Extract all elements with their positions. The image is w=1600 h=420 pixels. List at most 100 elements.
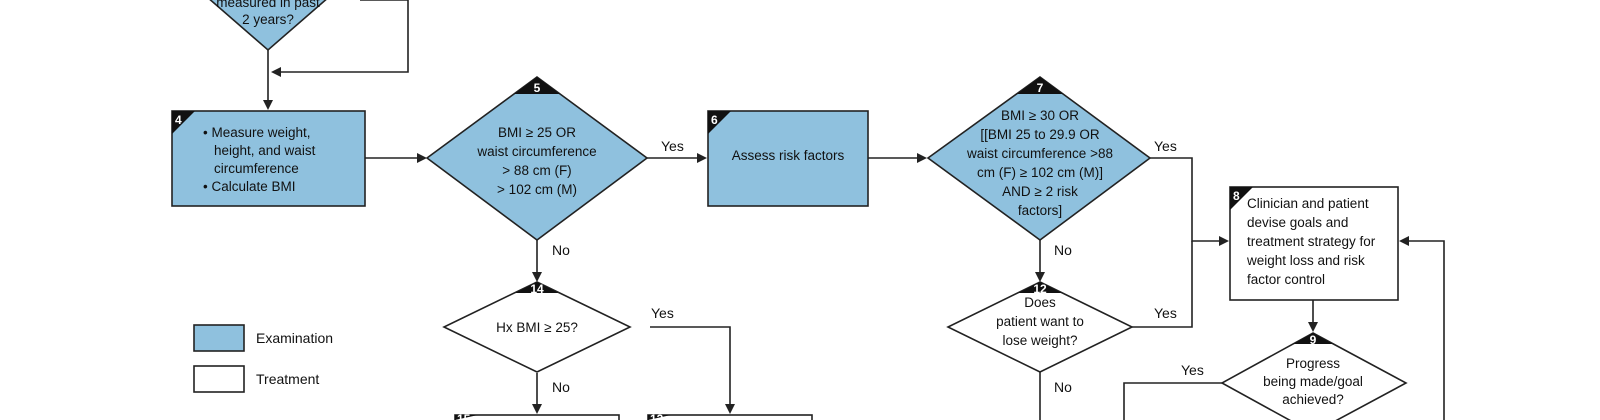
- arrowhead: [1399, 236, 1409, 246]
- node-15-corner: [455, 415, 478, 420]
- node-8-line-4: weight loss and risk: [1246, 253, 1365, 268]
- node-12-number: 12: [1033, 282, 1047, 296]
- node-4-line-4: • Calculate BMI: [203, 179, 296, 194]
- label-yes-14: Yes: [651, 305, 674, 321]
- node-8-line-2: devise goals and: [1247, 215, 1348, 230]
- arrowhead: [697, 153, 707, 163]
- node-7-tag: [1017, 77, 1063, 94]
- node-4-number: 4: [175, 113, 182, 127]
- node-9-line-2: being made/goal: [1263, 374, 1363, 389]
- node-4: 4 • Measure weight, height, and waist ci…: [171, 110, 366, 207]
- node-13-corner: [648, 415, 671, 420]
- arrowhead: [1219, 236, 1229, 246]
- node-12: 12 Does patient want to lose weight?: [946, 281, 1134, 373]
- node-15: 15: [454, 412, 620, 420]
- node-6-number: 6: [711, 113, 718, 127]
- connectors: [263, 0, 1445, 420]
- label-yes-5-6: Yes: [661, 138, 684, 154]
- arrowhead: [917, 153, 927, 163]
- node-7-line-1: BMI ≥ 30 OR: [1001, 108, 1079, 123]
- node-9: 9 Progress being made/goal achieved?: [1220, 332, 1408, 420]
- arrowhead: [263, 100, 273, 110]
- legend: Examination Treatment: [193, 324, 333, 393]
- edge-labels: Yes No Yes No Yes No Yes No Yes: [552, 138, 1204, 395]
- node-9-line-1: Progress: [1286, 356, 1340, 371]
- node-8-shape: [1229, 186, 1399, 301]
- node-14: 14 Hx BMI ≥ 25?: [442, 281, 632, 373]
- node-4-line-3: circumference: [214, 161, 299, 176]
- node-4-corner: [172, 111, 195, 134]
- arrowhead: [1308, 322, 1318, 332]
- connector-return-8: [1406, 240, 1445, 420]
- arrowhead: [532, 404, 542, 414]
- node-5-line-1: BMI ≥ 25 OR: [498, 125, 576, 140]
- node-15-shape: [454, 414, 620, 420]
- node-3-line-1: measured in past: [216, 0, 320, 10]
- node-8-number: 8: [1233, 189, 1240, 203]
- node-5-number: 5: [534, 81, 541, 95]
- node-3-shape: [209, 0, 327, 52]
- node-4-line-2: height, and waist: [214, 143, 316, 158]
- node-9-tag: [1293, 333, 1333, 344]
- node-7-line-2: [[BMI 25 to 29.9 OR: [980, 127, 1100, 142]
- node-8-line-5: factor control: [1247, 272, 1325, 287]
- node-8-line-3: treatment strategy for: [1247, 234, 1376, 249]
- connector-7-8: [1150, 157, 1222, 242]
- node-12-line-1: Does: [1024, 295, 1056, 310]
- node-14-shape: [442, 281, 632, 373]
- arrowhead: [532, 272, 542, 282]
- node-3-line-2: 2 years?: [242, 12, 294, 27]
- arrowhead: [725, 404, 735, 414]
- node-5-line-2: waist circumference: [476, 144, 596, 159]
- node-7-line-6: factors]: [1018, 203, 1062, 218]
- node-6-corner: [708, 111, 731, 134]
- connector-14-13: [650, 326, 731, 408]
- label-no-5-14: No: [552, 242, 570, 258]
- node-7-line-5: AND ≥ 2 risk: [1002, 184, 1078, 199]
- arrowhead: [271, 67, 281, 77]
- label-no-14: No: [552, 379, 570, 395]
- node-6: 6 Assess risk factors: [707, 110, 869, 207]
- connector-12-8: [1132, 241, 1193, 328]
- node-5-line-4: > 102 cm (M): [497, 182, 577, 197]
- node-6-shape: [707, 110, 869, 207]
- label-yes-9: Yes: [1181, 362, 1204, 378]
- node-4-line-1: • Measure weight,: [203, 125, 311, 140]
- node-8-line-1: Clinician and patient: [1247, 196, 1369, 211]
- node-13-shape: [647, 414, 813, 420]
- legend-label-treatment: Treatment: [256, 371, 319, 387]
- connector-9-yes: [1123, 382, 1222, 420]
- node-6-line-1: Assess risk factors: [732, 148, 845, 163]
- node-12-line-3: lose weight?: [1002, 333, 1077, 348]
- node-5-line-3: > 88 cm (F): [502, 163, 571, 178]
- legend-swatch-treatment: [193, 365, 245, 393]
- node-5: 5 BMI ≥ 25 OR waist circumference > 88 c…: [425, 76, 649, 241]
- node-14-number: 14: [530, 282, 544, 296]
- node-14-tag: [515, 282, 559, 293]
- node-14-line-1: Hx BMI ≥ 25?: [496, 320, 578, 335]
- node-5-shape: [425, 76, 649, 241]
- node-7-shape: [926, 76, 1152, 241]
- legend-swatch-examination: [193, 324, 245, 352]
- node-9-shape: [1220, 332, 1408, 420]
- connector-3-loop: [275, 0, 409, 73]
- node-15-number: 15: [457, 412, 471, 420]
- label-no-12: No: [1054, 379, 1072, 395]
- node-7-line-3: waist circumference >88: [966, 146, 1113, 161]
- node-4-shape: [171, 110, 366, 207]
- node-12-shape: [946, 281, 1134, 373]
- node-9-line-3: achieved?: [1282, 392, 1344, 407]
- label-yes-12-8: Yes: [1154, 305, 1177, 321]
- node-13-number: 13: [650, 412, 664, 420]
- node-7-line-4: cm (F) ≥ 102 cm (M)]: [977, 165, 1103, 180]
- arrowhead: [417, 153, 427, 163]
- node-8-corner: [1230, 187, 1253, 210]
- node-8: 8 Clinician and patient devise goals and…: [1229, 186, 1399, 301]
- node-5-tag: [514, 77, 560, 94]
- label-no-7-12: No: [1054, 242, 1072, 258]
- node-9-number: 9: [1310, 333, 1317, 347]
- label-yes-7-8: Yes: [1154, 138, 1177, 154]
- node-12-line-2: patient want to: [996, 314, 1084, 329]
- node-7: 7 BMI ≥ 30 OR [[BMI 25 to 29.9 OR waist …: [926, 76, 1152, 241]
